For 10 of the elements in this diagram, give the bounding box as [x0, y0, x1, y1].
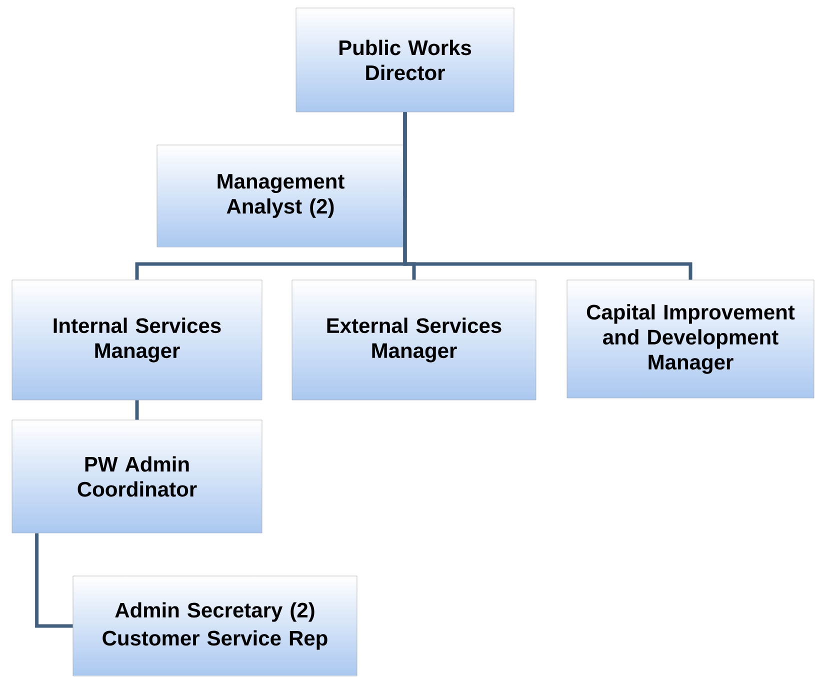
org-box: Management Analyst (2)	[156, 144, 404, 248]
org-box: External Services Manager	[292, 280, 536, 400]
org-box: PW Admin Coordinator	[12, 420, 262, 534]
org-box: Internal Services Manager	[12, 280, 262, 400]
org-box: Public Works Director	[296, 8, 514, 112]
org-box: Capital Improvement and Development Manager	[566, 280, 814, 398]
connector-line	[135, 400, 139, 420]
connector-line	[403, 112, 692, 280]
org-box: Admin Secretary (2) Customer Service Rep	[72, 576, 358, 676]
connector-line	[35, 533, 73, 628]
